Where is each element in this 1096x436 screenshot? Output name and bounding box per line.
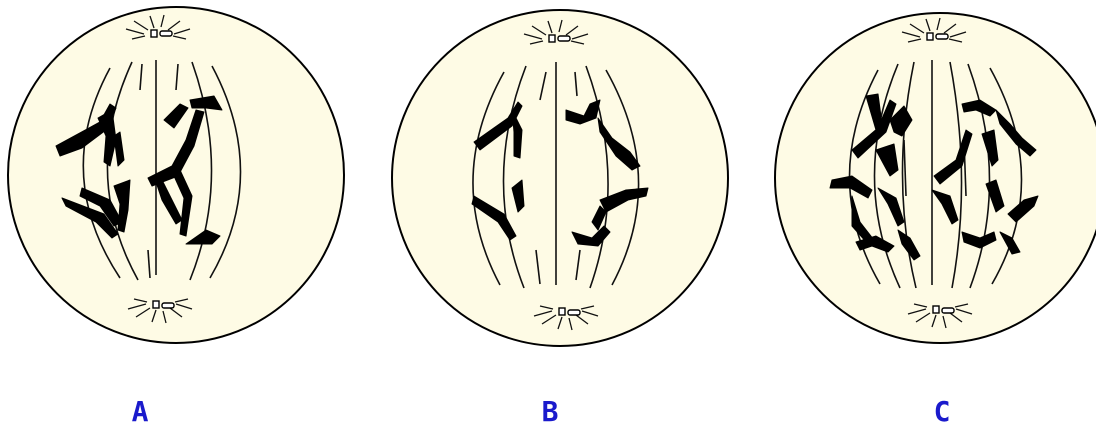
cell-a xyxy=(8,7,344,343)
label-c: C xyxy=(912,396,972,428)
label-a: A xyxy=(110,396,170,428)
cell-b-membrane xyxy=(392,10,728,346)
cell-b xyxy=(392,10,728,346)
cell-c xyxy=(775,13,1096,343)
label-b: B xyxy=(520,396,580,428)
